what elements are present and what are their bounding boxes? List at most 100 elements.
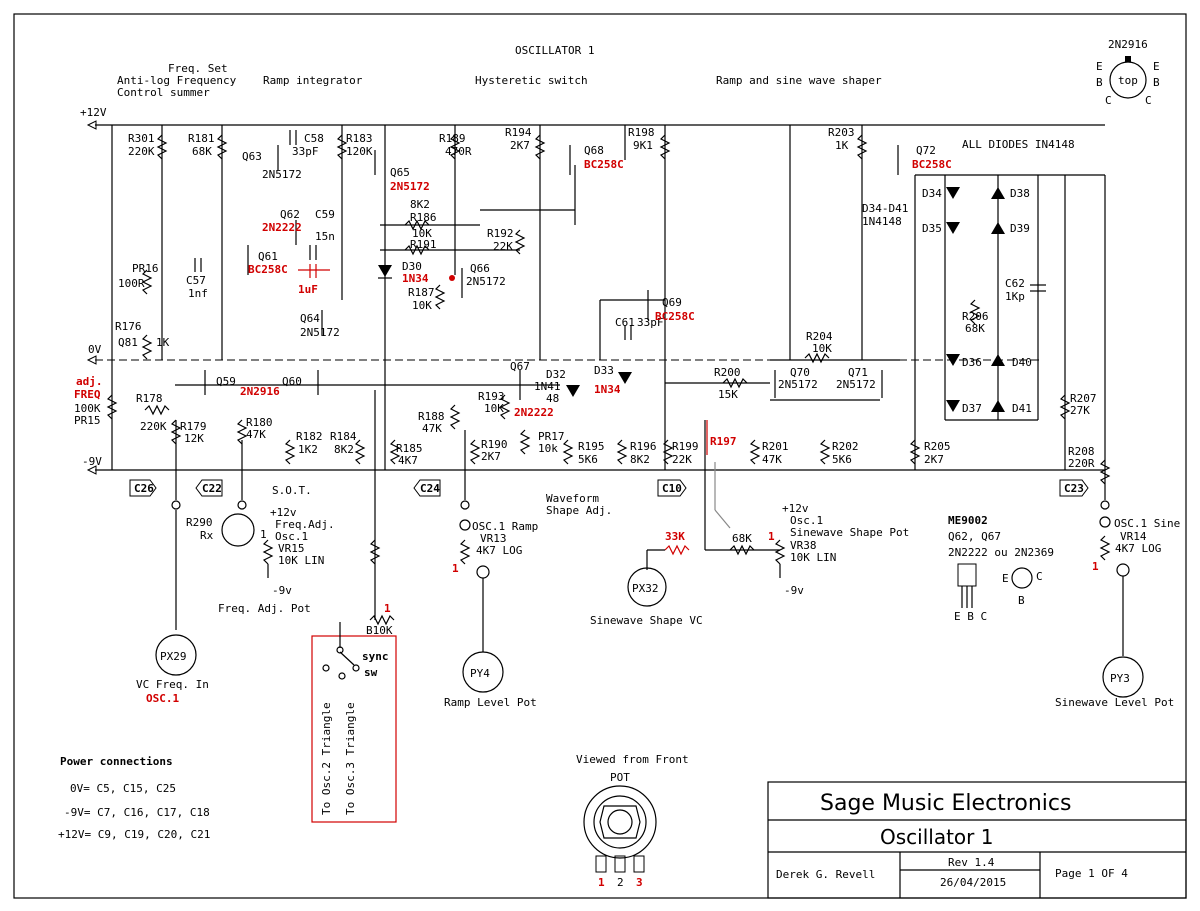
label: 470R — [445, 145, 472, 158]
label: Q59 — [216, 375, 236, 388]
label: BC258C — [584, 158, 624, 171]
label: 22K — [672, 453, 692, 466]
resistor-r193 — [499, 394, 511, 420]
label: D36 — [962, 356, 982, 369]
sw-blade — [339, 651, 355, 666]
vr38-supply: +12v — [782, 502, 809, 515]
label: R301 — [128, 132, 155, 145]
label: 1N41 — [534, 380, 561, 393]
terminal — [237, 500, 247, 510]
label: 2N5172 — [466, 275, 506, 288]
to18-e: E — [1002, 572, 1009, 585]
vr15-function: Freq.Adj. — [275, 518, 335, 531]
pot-vr14 — [1099, 535, 1111, 561]
label: 1uF — [298, 283, 318, 296]
to-osc2-label: To Osc.2 Triangle — [320, 702, 333, 815]
component-labels: R301 220K R181 68K C58 33pF R183 120K R1… — [74, 126, 1097, 517]
label: adj. — [76, 375, 103, 388]
connector-c22-label: C22 — [202, 482, 222, 495]
rail-0v-label: 0V — [88, 343, 102, 356]
freq-adj-pot-label: Freq. Adj. Pot — [218, 602, 311, 615]
label: C58 — [304, 132, 324, 145]
diode-d40 — [991, 354, 1005, 366]
terminal — [460, 500, 470, 510]
revision: Rev 1.4 — [948, 856, 995, 869]
rail-plus12v-arrow — [86, 120, 97, 130]
r33k-value: 33K — [665, 530, 685, 543]
resistor-r182 — [284, 439, 296, 465]
label: 9K1 — [633, 139, 653, 152]
sw-contact — [338, 672, 346, 680]
power-connections-0v: 0V= C5, C15, C25 — [70, 782, 176, 795]
label: R194 — [505, 126, 532, 139]
label: 10K — [484, 402, 504, 415]
sync-label-2: sw — [364, 666, 378, 679]
label: R205 — [924, 440, 951, 453]
label: Q69 — [662, 296, 682, 309]
terminal — [1099, 516, 1111, 528]
power-connections: Power connections 0V= C5, C15, C25 -9V= … — [58, 755, 210, 841]
connector-c23 — [1059, 479, 1089, 497]
vr15-supply: +12v — [270, 506, 297, 519]
label: 2K7 — [924, 453, 944, 466]
label: Q64 — [300, 312, 320, 325]
label: R202 — [832, 440, 859, 453]
title-block-frame — [767, 781, 1187, 899]
label: R188 — [418, 410, 445, 423]
terminal — [476, 565, 490, 579]
capacitor-symbols — [194, 130, 1046, 340]
sine-level-section: OSC.1 Sine VR14 4K7 LOG 1 PY3 Sinewave L… — [1055, 500, 1180, 709]
sw-contact — [352, 664, 360, 672]
resistor-r186 — [404, 219, 430, 231]
sine-out-label: OSC.1 Sine — [1114, 517, 1180, 530]
r290-value: Rx — [200, 529, 214, 542]
label: 4K7 — [398, 454, 418, 467]
sine-shape-vc-label: Sinewave Shape VC — [590, 614, 703, 627]
label: D40 — [1012, 356, 1032, 369]
label: 2K7 — [481, 450, 501, 463]
label: 1N4148 — [862, 215, 902, 228]
b10k-label: B10K — [366, 624, 393, 637]
vr15-value: 10K LIN — [278, 554, 324, 567]
label: 2N5172 — [300, 326, 340, 339]
diode-d35 — [946, 222, 960, 234]
resistor-r208 — [1099, 459, 1111, 485]
pinout-diagram: 2N2916 top E B C E B C — [1096, 38, 1160, 107]
rail-plus12v-label: +12V — [80, 106, 107, 119]
vr13-label: VR13 — [480, 532, 507, 545]
terminal — [1116, 563, 1130, 577]
resistor-r190 — [469, 439, 481, 465]
label: 2N5172 — [262, 168, 302, 181]
label: R198 — [628, 126, 655, 139]
heading-antilog: Anti-log Frequency — [117, 74, 237, 87]
heading-freq-set: Freq. Set — [168, 62, 228, 75]
title-block: Sage Music Electronics Oscillator 1 Dere… — [767, 781, 1187, 899]
to18-case — [1011, 567, 1033, 589]
transistor-symbols — [204, 145, 899, 400]
to18-b: B — [1018, 594, 1025, 607]
label: 1N34 — [402, 272, 429, 285]
label: D37 — [962, 402, 982, 415]
sine-level-pot-label: Sinewave Level Pot — [1055, 696, 1174, 709]
label: R187 — [408, 286, 435, 299]
resistor-r184 — [354, 439, 366, 465]
label: D30 — [402, 260, 422, 273]
resistor-r202 — [819, 439, 831, 465]
diode-d41 — [991, 400, 1005, 412]
resistor-r191 — [404, 244, 430, 256]
label: Q66 — [470, 262, 490, 275]
label: Q61 — [258, 250, 278, 263]
terminal — [459, 519, 471, 531]
vr15-osc: Osc.1 — [275, 530, 308, 543]
heading-ramp-sine-shaper: Ramp and sine wave shaper — [716, 74, 882, 87]
label: Q65 — [390, 166, 410, 179]
page-title: OSCILLATOR 1 — [515, 44, 594, 57]
label: 1K — [156, 336, 170, 349]
label: 5K6 — [832, 453, 852, 466]
connector-c10 — [657, 479, 687, 497]
sot-thermistor — [221, 513, 255, 547]
heading-ramp-integrator: Ramp integrator — [263, 74, 363, 87]
power-rails: +12V 0V -9V — [80, 106, 1105, 475]
resistor-r192 — [514, 229, 526, 255]
